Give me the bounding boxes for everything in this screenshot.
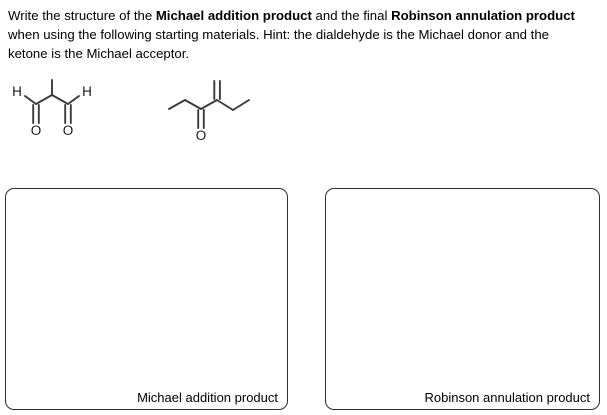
prompt-segment-4: when using the following starting materi… [8,27,550,61]
atom-label-o-carbonyl: O [196,128,207,143]
starting-materials-row: H H O O [0,78,607,173]
prompt-segment-0: Write the structure of the [8,8,156,23]
dialdehyde-skeletal-drawing: H H O O [12,79,92,138]
atom-label-o-left: O [31,123,42,138]
answer-box-label-robinson-annulation: Robinson annulation product [424,390,590,405]
bond-alkene-to-ch2-right [216,99,234,111]
bond-carbonyl-right-to-h [67,95,80,105]
answer-canvas-robinson-annulation[interactable] [326,189,599,387]
prompt-segment-1: Michael addition product [155,8,312,23]
bond-carbonyl-to-alkene [200,99,218,110]
answer-box-robinson-annulation[interactable]: Robinson annulation product [325,188,600,410]
atom-label-h-right: H [82,84,92,99]
prompt-segment-3: Robinson annulation product [391,8,575,23]
bond-methyl-to-ch2-left [168,99,186,110]
structure-dialdehyde: H H O O [4,78,114,158]
prompt-segment-2: and the final [311,8,392,23]
bond-ch2-to-carbonyl [184,99,202,110]
answer-canvas-michael-addition[interactable] [6,189,287,387]
enone-skeletal-drawing: O [168,80,250,143]
answer-box-label-michael-addition: Michael addition product [137,390,278,405]
question-prompt: Write the structure of the Michael addit… [8,6,588,63]
bond-ch2-to-methyl-right [232,99,250,111]
atom-label-h-left: H [12,84,22,99]
bond-apex-to-carbonyl-right [51,94,69,105]
atom-label-o-right: O [63,123,74,138]
bond-carbonyl-left-to-apex [35,94,53,105]
bond-h-to-carbonyl-left [24,95,37,105]
answer-box-michael-addition[interactable]: Michael addition product [5,188,288,410]
structure-enone: O [160,78,285,163]
